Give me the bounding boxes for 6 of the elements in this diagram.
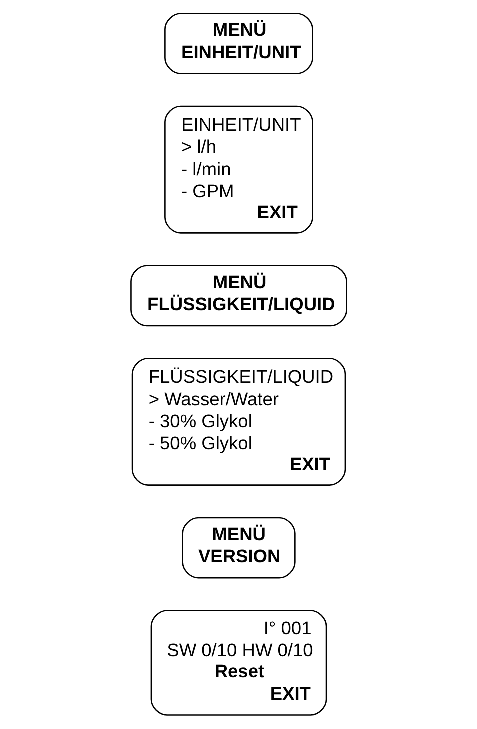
node-box: MENÜ VERSION — [182, 517, 296, 579]
node-box: FLÜSSIGKEIT/LIQUID > Wasser/Water - 30% Glykol - 50% Glykol EXIT — [131, 358, 346, 486]
node-box: MENÜ EINHEIT/UNIT — [164, 13, 313, 74]
node-box: EINHEIT/UNIT > l/h - l/min - GPM EXIT — [164, 106, 313, 234]
node-box: I° 001 SW 0/10 HW 0/10 Reset EXIT — [150, 610, 327, 716]
node-box: MENÜ FLÜSSIGKEIT/LIQUID — [130, 265, 347, 327]
